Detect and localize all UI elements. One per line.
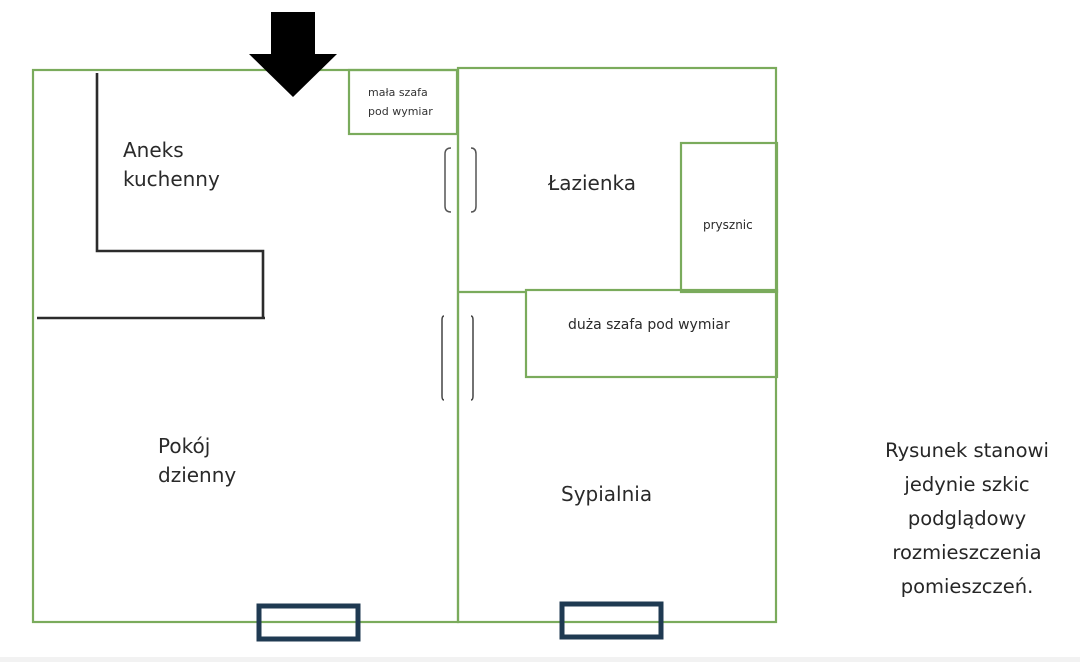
bedroom-door-left[interactable] bbox=[441, 315, 445, 401]
living-room-label-line-2: dzienny bbox=[158, 463, 237, 487]
small-wardrobe-line-1: mała szafa bbox=[368, 86, 428, 99]
note-line-4: rozmieszczenia bbox=[892, 541, 1042, 564]
shower-box bbox=[679, 141, 779, 294]
note-line-2: jedynie szkic bbox=[904, 473, 1030, 496]
arrow-down-icon bbox=[249, 12, 337, 97]
small-wardrobe-box bbox=[347, 68, 459, 136]
note-line-1: Rysunek stanowi bbox=[885, 439, 1049, 462]
note-line-5: pomieszczeń. bbox=[900, 575, 1034, 598]
kitchen-label-line-1: Aneks bbox=[123, 138, 184, 162]
room-label-living-room: Pokój dzienny bbox=[158, 432, 236, 490]
kitchen-label-line-2: kuchenny bbox=[123, 167, 220, 191]
disclaimer-note: Rysunek stanowi jedynie szkic podglądowy… bbox=[862, 434, 1072, 604]
room-label-kitchen: Aneks kuchenny bbox=[123, 136, 220, 194]
large-wardrobe-box bbox=[524, 288, 779, 379]
bathroom-door-right[interactable] bbox=[470, 147, 477, 213]
bottom-edge bbox=[0, 657, 1080, 662]
wall-right-unit bbox=[456, 66, 778, 624]
kitchen-counter bbox=[95, 73, 265, 318]
window-bedroom bbox=[559, 601, 664, 640]
note-line-3: podglądowy bbox=[907, 507, 1027, 530]
bedroom-door-right[interactable] bbox=[470, 315, 474, 401]
room-label-shower: prysznic bbox=[703, 218, 753, 232]
room-label-small-wardrobe: mała szafa pod wymiar bbox=[368, 84, 433, 121]
small-wardrobe-line-2: pod wymiar bbox=[368, 104, 433, 118]
living-room-label-line-1: Pokój bbox=[158, 434, 211, 458]
room-label-bathroom: Łazienka bbox=[548, 171, 637, 195]
window-living-room bbox=[256, 603, 361, 642]
room-label-large-wardrobe: duża szafa pod wymiar bbox=[568, 317, 730, 333]
room-label-bedroom: Sypialnia bbox=[561, 482, 653, 506]
bathroom-door-left[interactable] bbox=[444, 147, 452, 213]
